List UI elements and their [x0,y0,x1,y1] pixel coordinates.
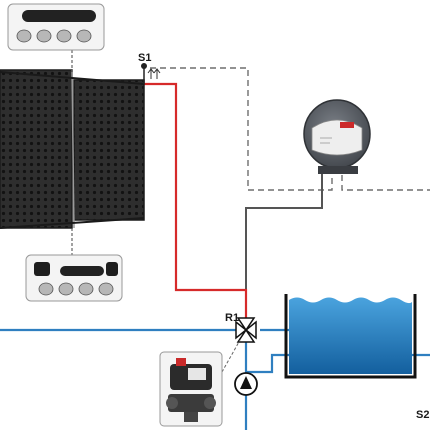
solar-panel-left [0,69,73,229]
signal-wire-s2 [341,175,430,191]
signal-wire-s1 [150,67,333,191]
temperature-sensor-icon [141,63,147,84]
hot-pipe [140,82,248,318]
sensor-label-s1: S1 [138,52,151,64]
accessory-kit-bottom [25,254,123,302]
sensor-label-s2: S2 [416,409,429,421]
solar-collector [0,69,145,229]
pump-icon [234,372,258,396]
pool-water [289,297,412,374]
sensor-arrow-icon [147,68,161,79]
valve-label-r1: R1 [225,312,239,324]
controller-icon [303,99,371,174]
pool-walls [284,294,417,379]
controller-cable [245,172,323,318]
signal-wires [150,67,430,191]
pool [284,294,417,379]
three-way-valve-icon [235,317,257,343]
solar-panel-right [73,79,145,221]
accessory-kit-top [7,3,105,51]
motorized-valve-photo [159,351,223,427]
